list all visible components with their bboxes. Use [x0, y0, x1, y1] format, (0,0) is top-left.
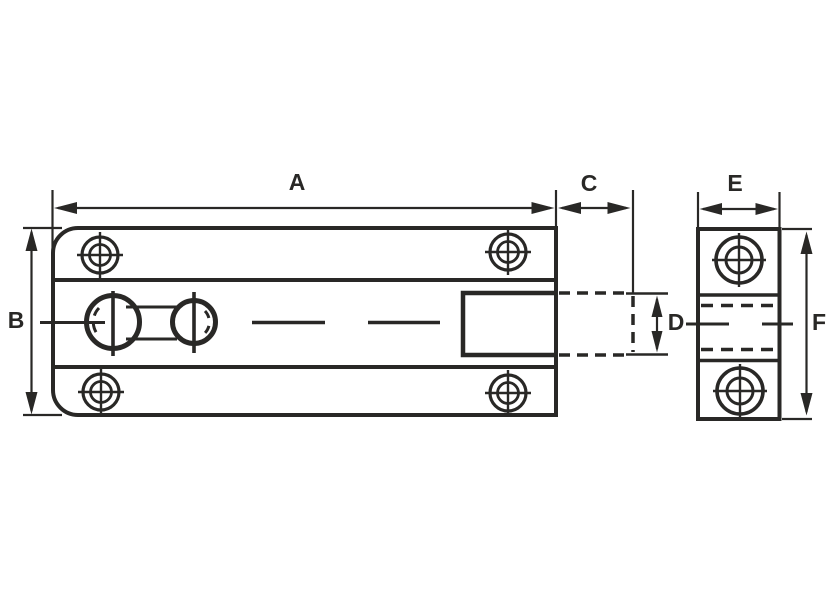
screw-hole-bottom-right — [485, 370, 531, 414]
dim-a-arrow-left — [54, 202, 77, 214]
dim-f-arrow-bottom — [800, 393, 813, 416]
dimension-e — [696, 192, 781, 230]
dim-f-arrow-top — [800, 231, 813, 254]
side-screw-hole-bottom — [713, 364, 767, 418]
dim-b-arrow-top — [25, 228, 38, 251]
knob-hidden-arc-right — [203, 309, 211, 335]
dim-b-arrow-bottom — [25, 392, 38, 415]
screw-hole-top-right — [485, 229, 531, 275]
dimension-f — [782, 227, 813, 421]
dimension-c — [558, 190, 635, 294]
screw-hole-bottom-left — [78, 369, 124, 414]
dim-c-arrow-left — [558, 202, 581, 214]
bolt-hidden-projection — [559, 291, 635, 357]
dim-d-arrow-bottom — [651, 331, 663, 353]
front-body-outline — [51, 226, 558, 417]
side-view — [686, 227, 793, 421]
front-view — [40, 226, 635, 417]
dimension-label-f: F — [812, 309, 826, 335]
dimension-a — [51, 190, 558, 256]
dimension-label-d: D — [668, 309, 685, 335]
dim-e-arrow-left — [699, 203, 722, 215]
screw-hole-top-left — [77, 232, 123, 278]
dimension-label-a: A — [289, 169, 306, 195]
bolt-head-rect — [460, 290, 556, 358]
dim-d-arrow-top — [651, 295, 663, 317]
dimension-b — [23, 226, 62, 417]
dim-c-arrow-right — [607, 202, 631, 214]
side-screw-hole-top — [712, 233, 766, 287]
dim-a-arrow-right — [531, 202, 555, 214]
dim-e-arrow-right — [755, 203, 778, 215]
dimension-d — [626, 292, 668, 356]
dimension-label-b: B — [8, 307, 25, 333]
dimension-label-e: E — [727, 170, 742, 196]
slide-knob — [84, 291, 218, 356]
knob-hidden-arc-left — [91, 306, 101, 338]
dimension-label-c: C — [581, 170, 598, 196]
